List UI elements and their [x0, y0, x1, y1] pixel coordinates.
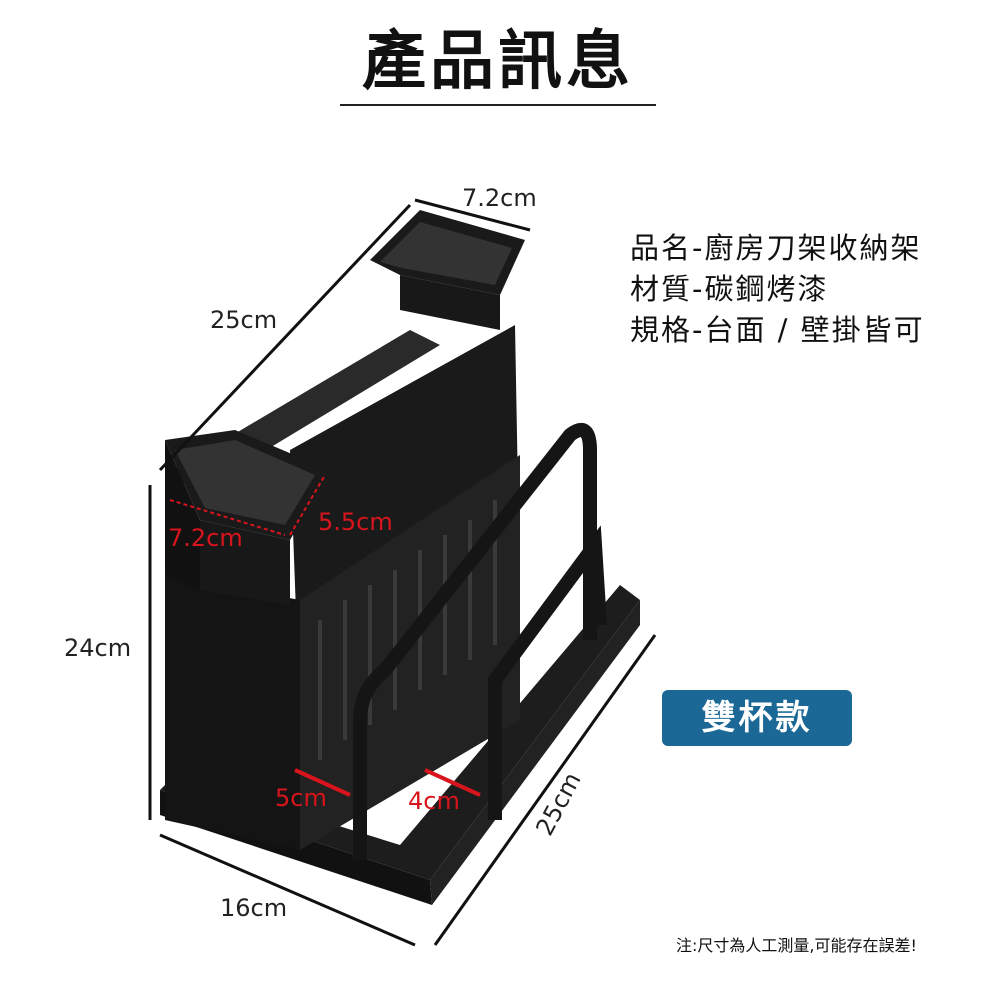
title-underline — [340, 104, 656, 106]
dimension-top-length: 25cm — [210, 306, 278, 334]
dimension-slot-gap-2: 4cm — [408, 787, 460, 815]
dimension-slot-gap-1: 5cm — [275, 784, 327, 812]
spec-list: 品名-廚房刀架收納架 材質-碳鋼烤漆 規格-台面 / 壁掛皆可 — [630, 228, 925, 351]
dimension-cup-width: 7.2cm — [168, 524, 243, 552]
page-title: 產品訊息 — [362, 25, 634, 99]
dimension-height: 24cm — [64, 634, 132, 662]
spec-usage: 規格-台面 / 壁掛皆可 — [630, 313, 925, 347]
spec-product-name: 品名-廚房刀架收納架 — [630, 231, 922, 265]
measurement-note: 注:尺寸為人工測量,可能存在誤差! — [676, 936, 917, 955]
variant-badge: 雙杯款 — [662, 690, 852, 746]
dimension-top-width: 7.2cm — [462, 184, 537, 212]
spec-material: 材質-碳鋼烤漆 — [630, 272, 829, 306]
dimension-cup-depth: 5.5cm — [318, 508, 393, 536]
dimension-base-width: 16cm — [220, 894, 288, 922]
